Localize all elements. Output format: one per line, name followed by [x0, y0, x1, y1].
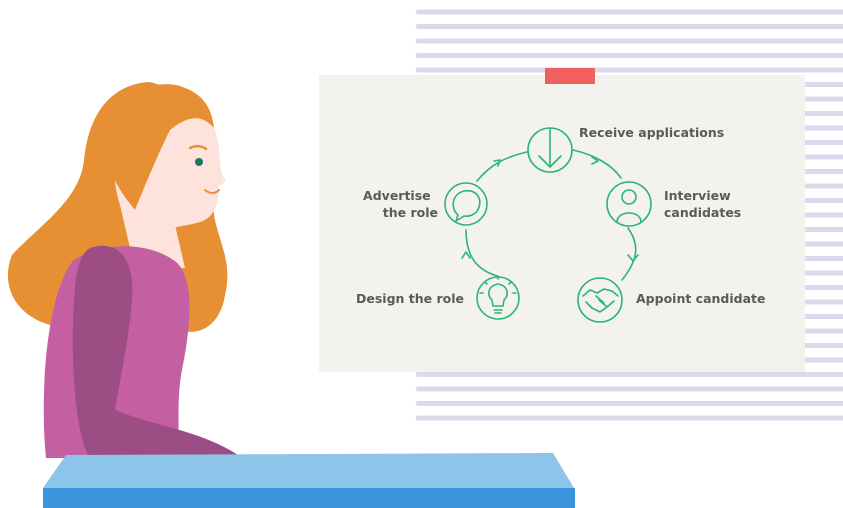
recruitment-cycle-diagram: Design the role Advertise the role Recei… — [356, 125, 765, 323]
step-interview-candidates: Interview candidates — [606, 181, 741, 227]
step-receive-applications: Receive applications — [527, 125, 724, 173]
connector-design-to-advertise — [465, 229, 498, 277]
arrowhead-down-icon — [627, 254, 639, 262]
label-line: Appoint candidate — [636, 291, 765, 306]
connector-receive-to-interview — [572, 149, 622, 179]
arm — [72, 245, 238, 471]
arrowhead-right-icon — [493, 159, 501, 167]
handshake-icon — [582, 288, 619, 313]
connector-interview-to-appoint — [621, 227, 637, 281]
pin-tape — [545, 68, 595, 84]
arrowhead-right-icon — [591, 156, 599, 165]
hair-fringe — [100, 84, 214, 210]
step-label-interview: Interview candidates — [664, 188, 741, 220]
step-label-appoint: Appoint candidate — [636, 291, 765, 306]
label-line: Design the role — [356, 291, 464, 306]
woman-figure — [7, 82, 238, 471]
step-label-receive: Receive applications — [579, 125, 724, 140]
label-line: candidates — [664, 205, 741, 220]
step-label-advertise: Advertise the role — [363, 188, 438, 220]
desk-front — [43, 488, 575, 508]
step-label-design: Design the role — [356, 291, 464, 306]
eye — [195, 158, 203, 166]
label-line: Receive applications — [579, 125, 724, 140]
speech-bubble-icon — [452, 189, 481, 222]
eyebrow — [188, 144, 208, 151]
label-line: the role — [383, 205, 438, 220]
lightbulb-icon — [479, 275, 517, 314]
pinned-board — [319, 75, 805, 372]
step-design-the-role: Design the role — [356, 275, 520, 320]
step-advertise-the-role: Advertise the role — [363, 182, 488, 226]
cycle-connectors — [461, 149, 639, 281]
download-arrow-icon — [538, 128, 562, 168]
label-line: Interview — [664, 188, 731, 203]
desk-top — [43, 453, 574, 488]
arrowhead-up-icon — [461, 251, 471, 259]
smile — [204, 189, 220, 194]
label-line: Advertise — [363, 188, 431, 203]
person-icon — [616, 189, 642, 223]
step-appoint-candidate: Appoint candidate — [577, 277, 765, 323]
